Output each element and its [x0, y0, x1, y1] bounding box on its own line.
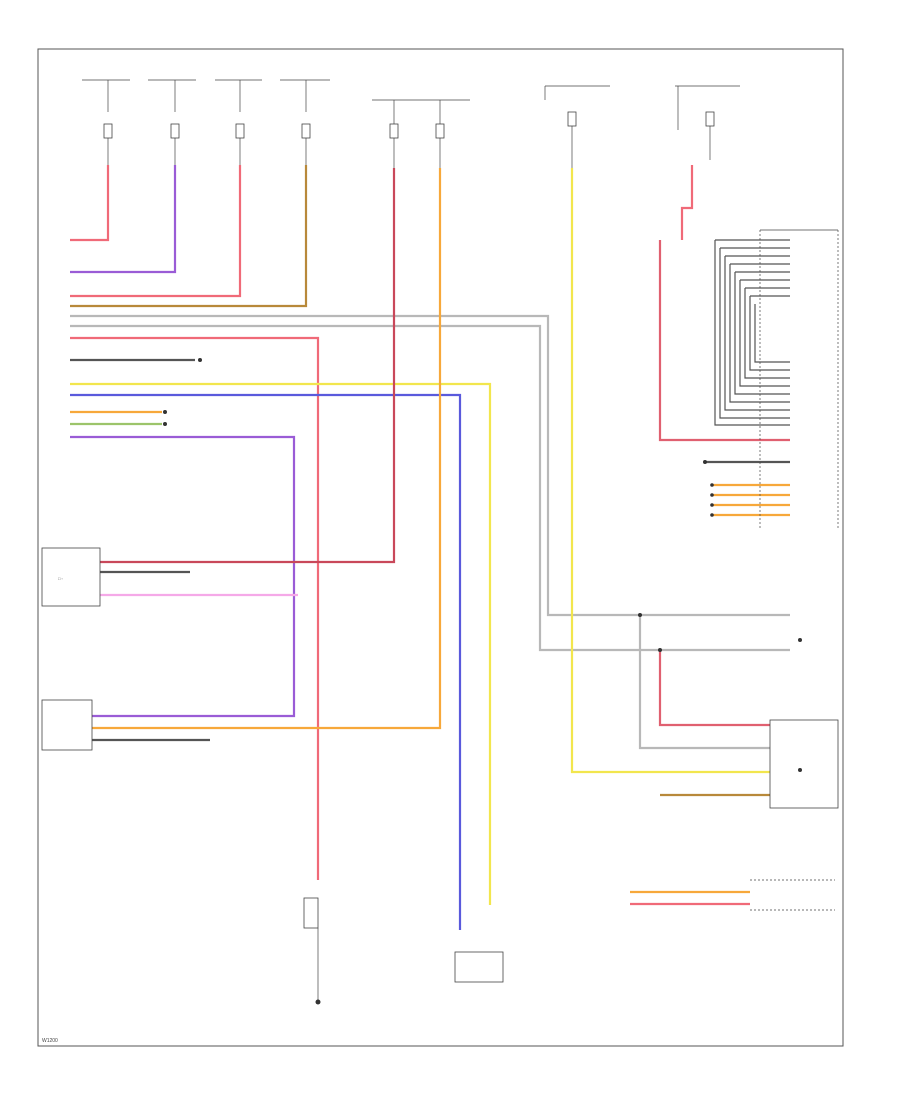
wire-red-4	[100, 168, 396, 564]
fuse-group-left	[82, 79, 330, 165]
wire-yellow-2	[570, 168, 770, 774]
component-module-left	[41, 699, 93, 751]
page-code: W1200	[42, 1038, 58, 1044]
fuse-3	[215, 79, 262, 165]
wire-red-2	[70, 165, 242, 298]
component-module-right	[769, 719, 839, 809]
wire-violet-1	[70, 165, 177, 274]
wire-red-1	[70, 165, 110, 242]
fuse-4	[280, 79, 330, 165]
wire-orange-2	[92, 168, 442, 730]
fuse-group-right-a	[544, 85, 610, 168]
wire-yellow-1	[70, 382, 492, 905]
wire-bundle-dark	[714, 239, 790, 426]
wire-grey-1	[70, 314, 640, 617]
component-lamp	[303, 897, 319, 929]
svg-text:□ ◦: □ ◦	[58, 576, 64, 581]
wire-red-6	[658, 240, 790, 442]
wire-red-3	[70, 336, 320, 880]
wire-red-7	[658, 650, 770, 727]
fuse-2	[148, 79, 196, 165]
diagram-frame	[37, 48, 844, 1047]
wire-blue-1	[70, 393, 462, 930]
wire-brown-1	[70, 165, 308, 308]
fuse-group-right-b	[675, 85, 740, 160]
wire-grey-5	[638, 615, 770, 750]
wire-grey-2	[70, 324, 640, 652]
wire-red-5	[680, 165, 694, 240]
fuse-group-middle	[372, 99, 470, 168]
ground-point	[315, 999, 321, 1005]
fuse-1	[82, 79, 130, 165]
wire-harness	[70, 165, 790, 930]
wire-violet-2	[70, 435, 296, 718]
component-sensor-bottom	[454, 951, 504, 983]
component-sensor-left	[41, 547, 101, 607]
